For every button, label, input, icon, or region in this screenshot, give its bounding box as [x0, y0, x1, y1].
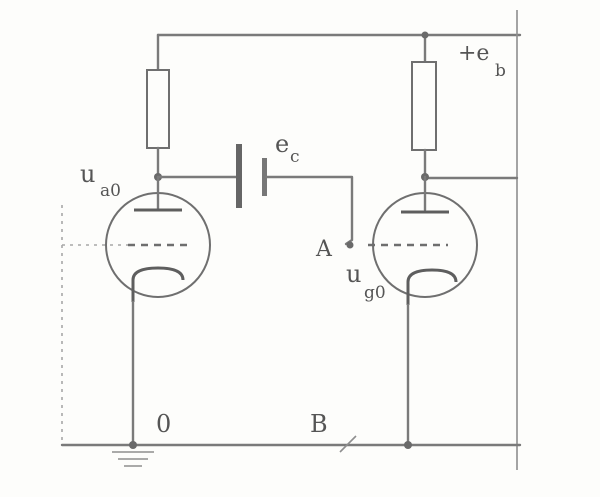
label-supply-sub: b — [495, 61, 506, 81]
capacitor-right-wire — [264, 175, 354, 246]
label-grid-right-sub: g0 — [364, 283, 386, 303]
supply-junction — [421, 31, 429, 39]
grid-node-a — [346, 241, 354, 249]
label-node-b: B — [310, 410, 328, 438]
label-plate-left-sub: a0 — [100, 181, 121, 201]
left-cathode — [131, 266, 185, 302]
label-grid-right: u — [346, 260, 361, 288]
node-b-junction — [404, 441, 412, 449]
node-o-junction — [129, 441, 137, 449]
label-plate-left: u — [80, 160, 95, 188]
label-capacitor-sub: c — [290, 147, 300, 167]
right-cathode — [406, 268, 458, 305]
capacitor-plate-long — [236, 144, 242, 208]
node-b-probe-mark — [339, 435, 357, 453]
capacitor-plate-short — [262, 158, 267, 196]
ground-symbol — [112, 451, 154, 467]
right-load-resistor — [411, 61, 437, 151]
label-capacitor: e — [275, 130, 289, 158]
label-node-o: 0 — [156, 410, 171, 438]
label-supply: +e — [458, 41, 489, 66]
label-node-a: A — [315, 237, 333, 262]
left-load-resistor — [146, 69, 170, 149]
